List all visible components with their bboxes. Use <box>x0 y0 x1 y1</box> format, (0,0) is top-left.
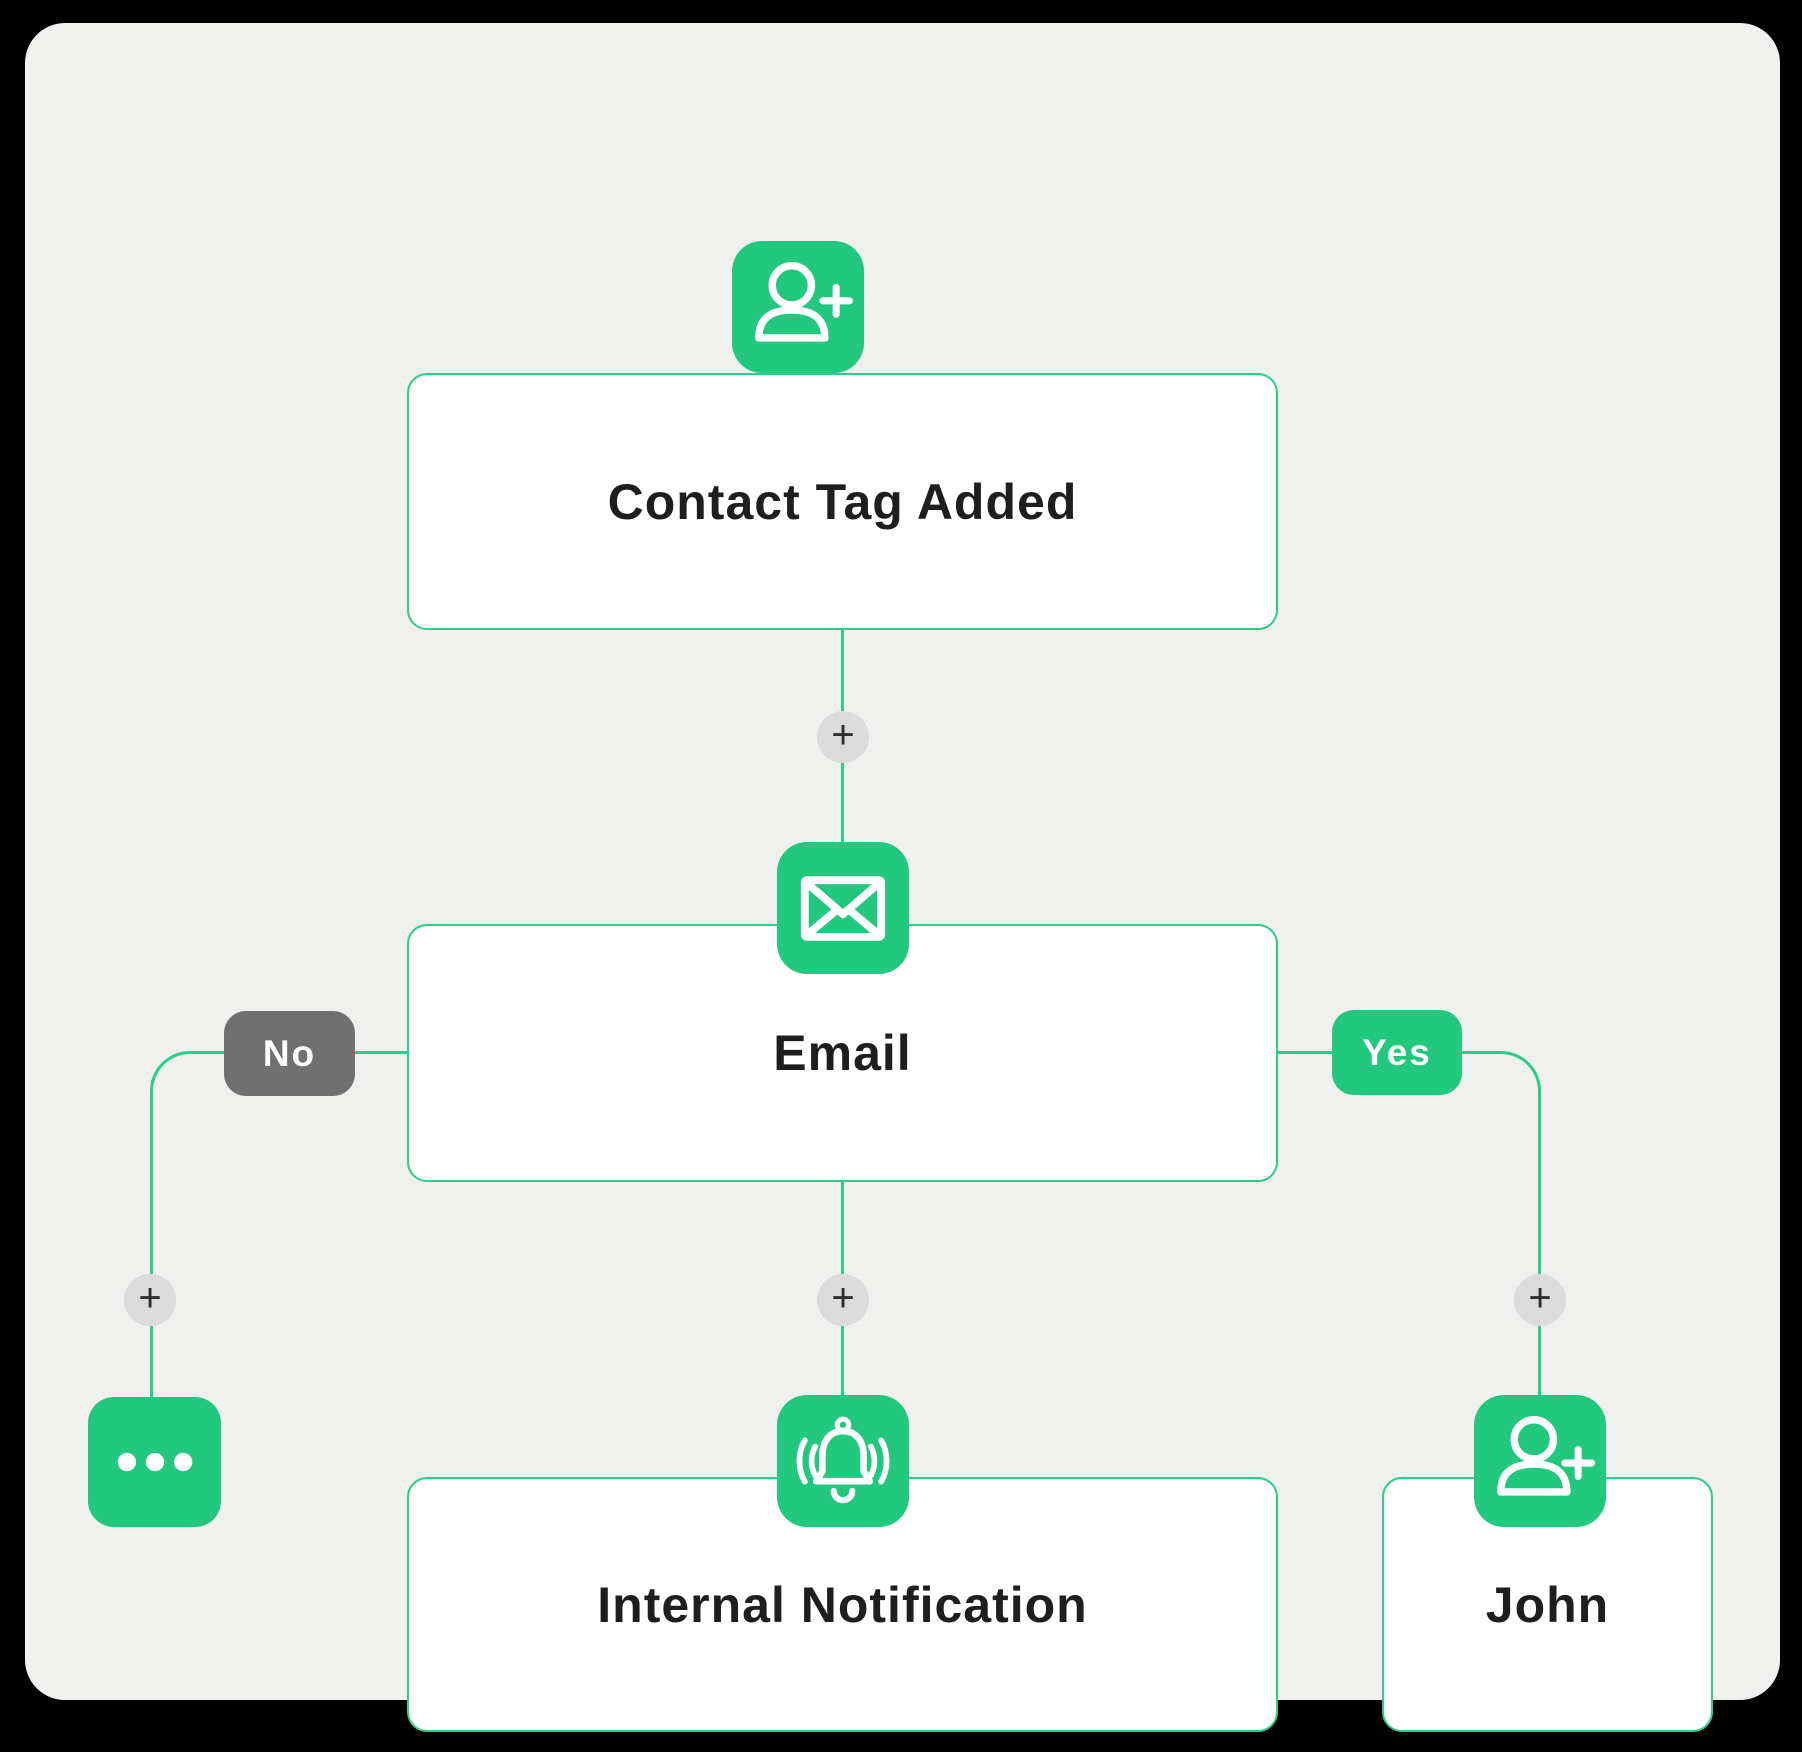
plus-icon: + <box>831 1276 855 1320</box>
connector-no-branch-vertical <box>150 1109 153 1397</box>
connector-yes-branch-curve <box>1481 1051 1541 1111</box>
trigger-icon-badge <box>732 241 864 373</box>
node-contact-tag-added-label: Contact Tag Added <box>607 473 1078 530</box>
bell-icon <box>796 1416 890 1504</box>
connector-condition-to-notification <box>841 1182 844 1477</box>
connector-yes-branch-vertical <box>1538 1109 1541 1396</box>
user-plus-icon <box>1497 1416 1596 1496</box>
add-step-button-yes-branch[interactable]: + <box>1514 1274 1566 1326</box>
condition-icon-badge <box>777 842 909 974</box>
add-step-button-no-branch[interactable]: + <box>124 1274 176 1326</box>
plus-icon: + <box>138 1276 162 1320</box>
add-step-button-top[interactable]: + <box>817 711 869 763</box>
node-contact-tag-added[interactable]: Contact Tag Added <box>407 373 1278 630</box>
connector-trigger-to-condition <box>841 630 844 924</box>
branch-yes-badge: Yes <box>1332 1010 1462 1095</box>
node-john-label: John <box>1485 1576 1610 1633</box>
node-internal-notification-label: Internal Notification <box>597 1576 1088 1633</box>
branch-no-badge: No <box>224 1011 355 1096</box>
branch-yes-label: Yes <box>1362 1031 1432 1073</box>
node-email-label: Email <box>773 1025 912 1081</box>
plus-icon: + <box>1528 1276 1552 1320</box>
assignee-icon-badge <box>1474 1395 1606 1527</box>
ellipsis-icon <box>117 1452 192 1472</box>
node-more-options[interactable] <box>88 1397 221 1527</box>
connector-no-branch-curve <box>150 1051 210 1111</box>
user-plus-icon <box>755 262 854 342</box>
add-step-button-middle[interactable]: + <box>817 1274 869 1326</box>
plus-icon: + <box>831 713 855 757</box>
notification-icon-badge <box>777 1395 909 1527</box>
node-internal-notification[interactable]: Internal Notification <box>407 1477 1278 1732</box>
branch-no-label: No <box>262 1032 317 1074</box>
email-icon <box>800 876 886 941</box>
